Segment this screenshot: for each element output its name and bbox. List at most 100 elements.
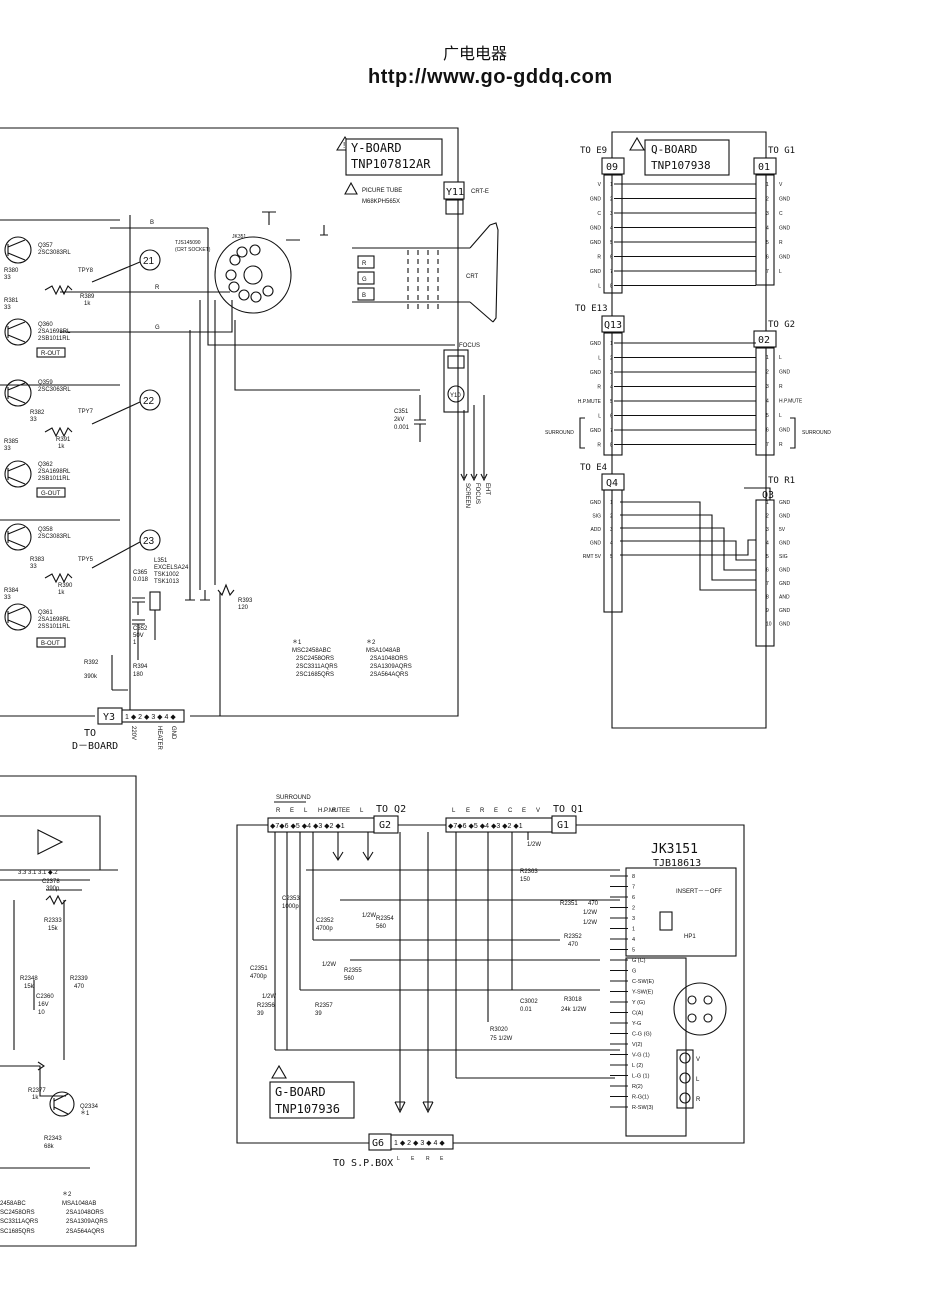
jack-pin-label: 5	[632, 948, 635, 954]
to-d-board-label: D－BOARD	[72, 741, 118, 752]
connector-01-label: 01	[758, 162, 770, 173]
r393-symbol	[217, 583, 235, 716]
connector-pin-label: L	[452, 808, 456, 814]
picture-tube-label: PICURE TUBE	[362, 188, 402, 194]
crt-pin-b	[357, 287, 375, 301]
y-board-label-box	[345, 138, 443, 176]
q362-part: 2SA1698RL	[38, 469, 71, 475]
q358-part: 2SC3083RL	[38, 534, 71, 540]
pin-number: 5	[610, 399, 613, 405]
to-g2: TO G2	[768, 320, 795, 330]
focus-leads	[463, 395, 485, 478]
pin-number: 5	[610, 240, 613, 246]
lb-footnote2-title: ＊2	[62, 1191, 72, 1198]
r2339-ref: R2339	[70, 976, 88, 982]
pin-number: 5	[766, 554, 769, 560]
screen-label: SCREEN	[464, 483, 470, 508]
q-board-name: Q-BOARD	[651, 143, 697, 156]
surround-label: SURROUND	[276, 795, 311, 801]
pin-label: R	[779, 442, 783, 448]
pin-number: 10	[766, 622, 772, 628]
r2352-val: 470	[568, 942, 579, 948]
l351-ref: L351	[154, 558, 168, 564]
stage-rails	[0, 219, 120, 521]
r391-val: 1k	[58, 444, 65, 450]
r-out-tag	[36, 347, 66, 358]
svg-text:R: R	[362, 261, 367, 267]
pin-label: H.P.MUTE	[779, 399, 803, 405]
pin-label: ADD	[590, 527, 601, 533]
tpy7-label: TPY7	[78, 409, 94, 415]
c2351-val: 4700p	[250, 974, 267, 980]
connector-pin-label: E	[346, 808, 350, 814]
l351-p2: TSK1002	[154, 572, 180, 578]
pin-label: AND	[779, 595, 790, 601]
crt-socket	[214, 236, 292, 314]
jack-pin-label: 6	[632, 895, 635, 901]
pin-label: GND	[779, 370, 791, 376]
pin-label: GND	[779, 581, 791, 587]
r389-symbol	[44, 284, 73, 296]
q-board-label-box	[644, 139, 730, 176]
jk351-part: TJS145090	[175, 240, 201, 246]
c2360-ref: C2360	[36, 994, 54, 1000]
s-video-connector	[673, 982, 727, 1036]
svg-text:G: G	[155, 325, 160, 331]
transistor-q361	[4, 603, 32, 631]
to-e4: TO E4	[580, 463, 607, 473]
lb-footnote2-1: MSA1048AB	[62, 1201, 96, 1207]
pin-label: GND	[590, 370, 602, 376]
surround-left: SURROUND	[545, 430, 574, 436]
r383-ref: R383	[30, 557, 45, 563]
svg-text:1/2W: 1/2W	[583, 920, 597, 926]
connector-09-body	[603, 174, 623, 294]
b-out-tag	[36, 637, 66, 648]
svg-text:1/2W: 1/2W	[262, 994, 276, 1000]
c365-value: 0.018	[133, 577, 149, 583]
connector-02-body	[755, 347, 775, 456]
pin-label: R	[779, 240, 783, 246]
pin-number: 4	[766, 541, 769, 547]
r381-ref: R381	[4, 298, 19, 304]
transistor-q359	[4, 379, 32, 407]
q359-ref: Q359	[38, 380, 53, 386]
r2363-val: 150	[520, 877, 531, 883]
footnote1-line2: 2SC2458ORS	[296, 656, 334, 662]
pin-number: 6	[766, 568, 769, 574]
test-point-21	[139, 249, 161, 271]
y3-pins	[121, 709, 185, 723]
c365-ref: C365	[133, 570, 148, 576]
test-point-23	[139, 529, 161, 551]
q360-part: 2SA1698RL	[38, 329, 71, 335]
r394-ref: R394	[133, 664, 148, 670]
q361-ref: Q361	[38, 610, 53, 616]
connector-02	[753, 330, 777, 348]
pin-number: 5	[766, 413, 769, 419]
r3020-val: 75 1/2W	[490, 1036, 513, 1042]
pin-label: H.P.MUTE	[578, 399, 602, 405]
pin-label: GND	[590, 500, 602, 506]
headphone-jack	[659, 911, 673, 931]
footnote2-line2: 2SA1048ORS	[370, 656, 408, 662]
crt-pin-g	[357, 271, 375, 285]
r391-ref: R391	[56, 437, 71, 443]
connector-q3-body	[755, 499, 775, 647]
test-point-23-label: 23	[143, 536, 155, 547]
pin-label: R	[597, 255, 601, 261]
footnote2-line4: 2SA564AQRS	[370, 672, 408, 678]
svg-text:R: R	[155, 285, 160, 291]
connector-y11-label: Y11	[446, 187, 464, 198]
focus-block	[443, 349, 469, 413]
r392-val: 390k	[84, 674, 98, 680]
pin-number: 7	[766, 581, 769, 587]
pin-number: 4	[610, 541, 613, 547]
pin-number: 6	[610, 414, 613, 420]
connector-02-label: 02	[758, 335, 770, 346]
q358-ref: Q358	[38, 527, 53, 533]
r389-ref: R389	[80, 294, 95, 300]
g6-pins	[390, 1134, 454, 1150]
rca-r	[679, 1092, 691, 1104]
